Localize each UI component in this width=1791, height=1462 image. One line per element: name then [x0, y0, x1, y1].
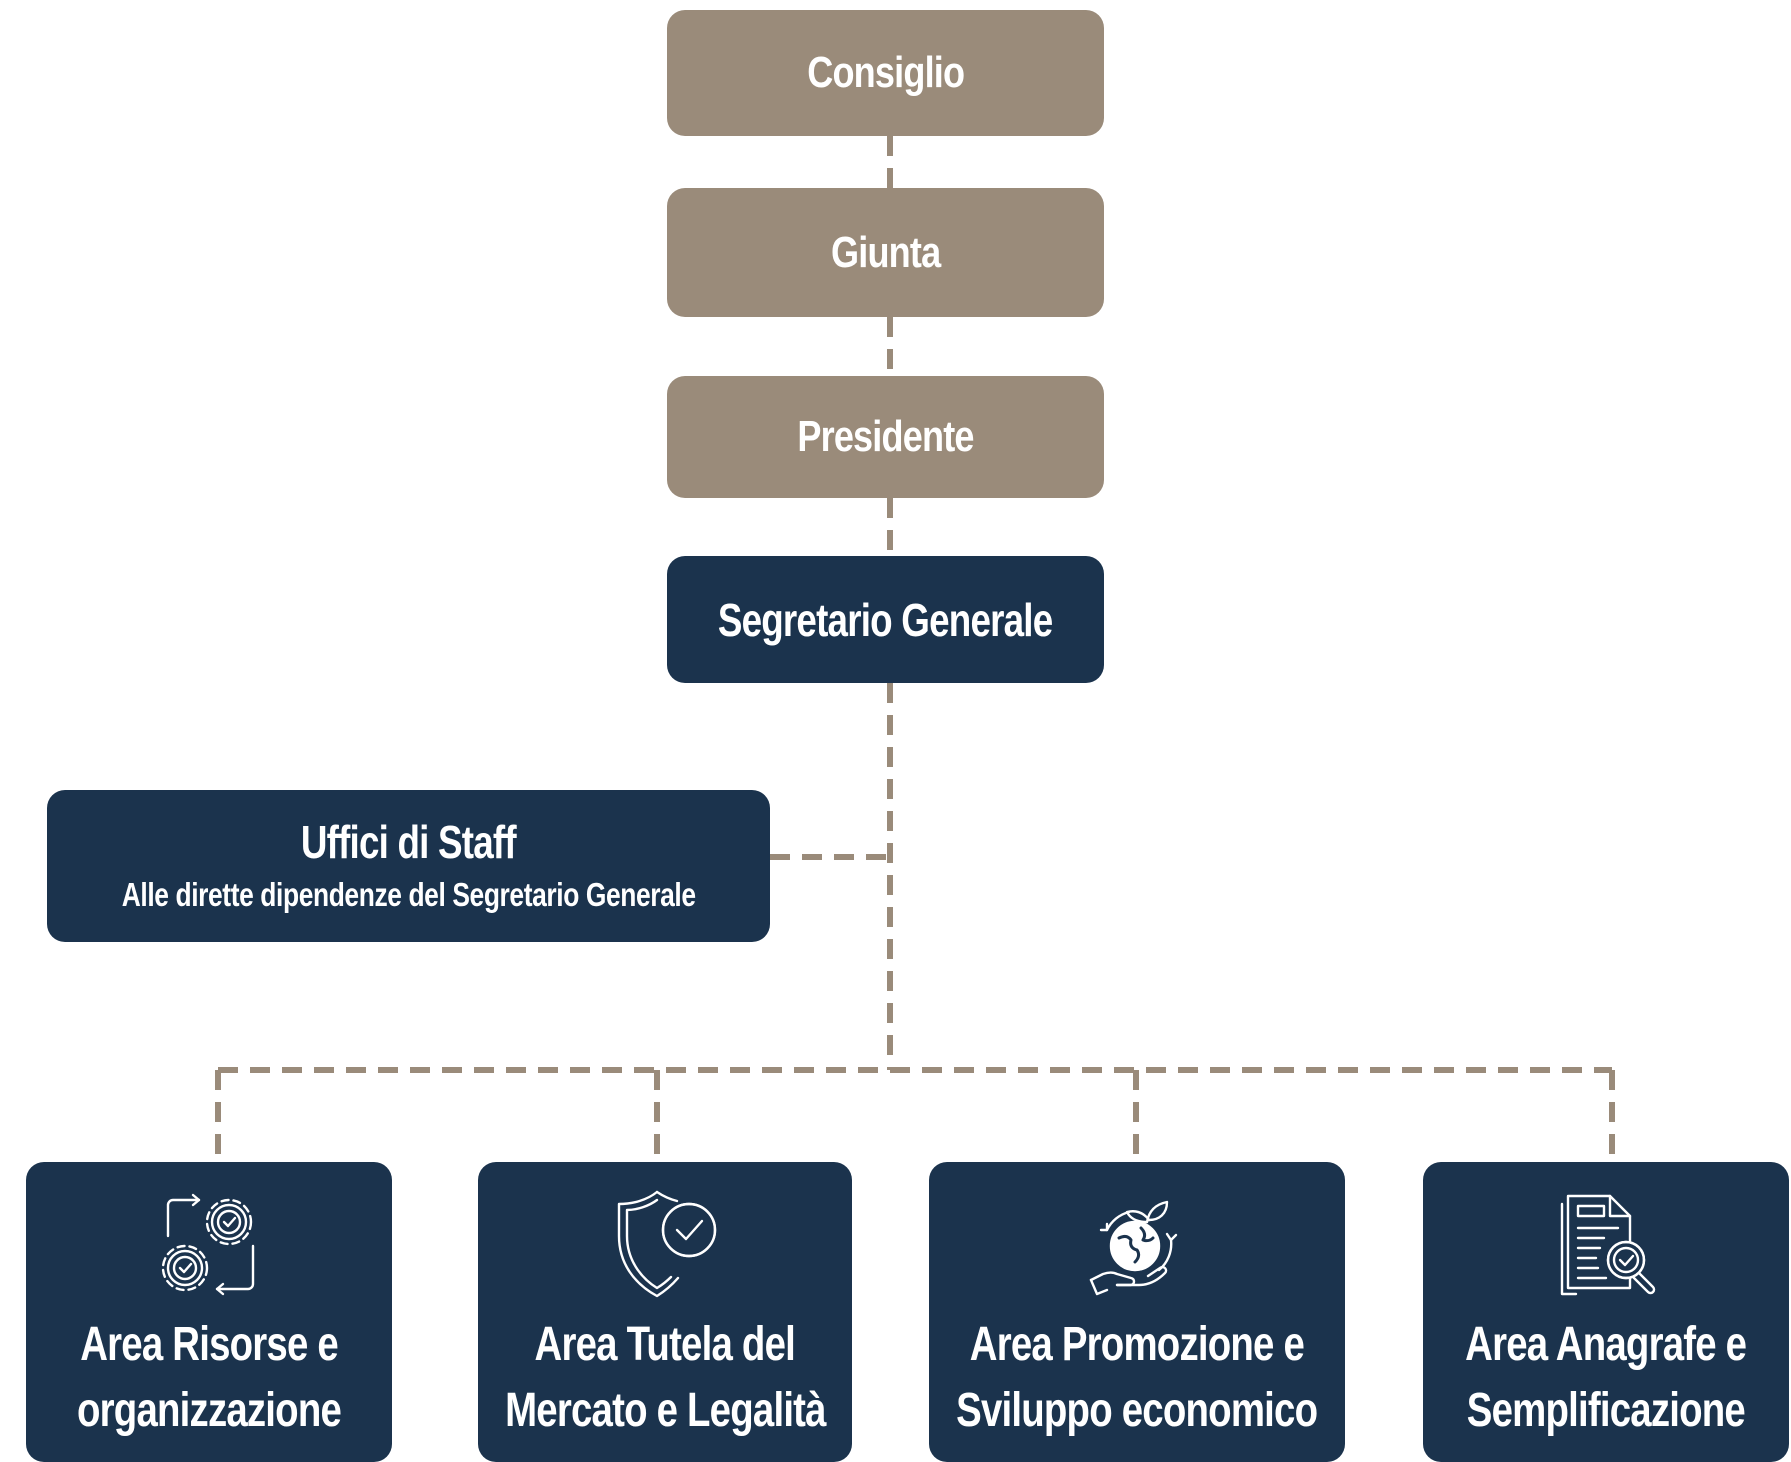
consiglio-label: Consiglio	[807, 48, 965, 97]
area-anagrafe-line1: Area Anagrafe e	[1465, 1318, 1747, 1371]
area-tutela-line1: Area Tutela del	[534, 1318, 796, 1371]
document-search-icon	[1560, 1194, 1656, 1296]
presidente-label: Presidente	[797, 412, 974, 461]
gears-cycle-icon	[161, 1193, 255, 1296]
area-promozione-line2: Sviluppo economico	[956, 1384, 1318, 1437]
area-risorse-line1: Area Risorse e	[80, 1318, 339, 1371]
area-anagrafe-line2: Semplificazione	[1466, 1384, 1746, 1437]
segretario-generale-label: Segretario Generale	[718, 593, 1053, 646]
area-tutela-line2: Mercato e Legalità	[504, 1384, 826, 1437]
globe-hand-sprout-icon	[1089, 1200, 1178, 1296]
area-risorse-box: Area Risorse e organizzazione	[26, 1162, 392, 1462]
uffici-staff-title: Uffici di Staff	[301, 815, 517, 868]
consiglio-box: Consiglio	[667, 10, 1104, 136]
area-risorse-line2: organizzazione	[76, 1384, 342, 1437]
shield-check-icon	[617, 1190, 717, 1298]
uffici-staff-subtitle: Alle dirette dipendenze del Segretario G…	[121, 876, 696, 914]
area-tutela-box: Area Tutela del Mercato e Legalità	[478, 1162, 852, 1462]
giunta-label: Giunta	[830, 227, 941, 277]
presidente-box: Presidente	[667, 376, 1104, 498]
giunta-box: Giunta	[667, 188, 1104, 317]
uffici-staff-box: Uffici di Staff Alle dirette dipendenze …	[47, 790, 770, 942]
segretario-generale-box: Segretario Generale	[667, 556, 1104, 683]
area-promozione-box: Area Promozione e Sviluppo economico	[929, 1162, 1345, 1462]
area-anagrafe-box: Area Anagrafe e Semplificazione	[1423, 1162, 1789, 1462]
area-promozione-line1: Area Promozione e	[969, 1318, 1305, 1371]
